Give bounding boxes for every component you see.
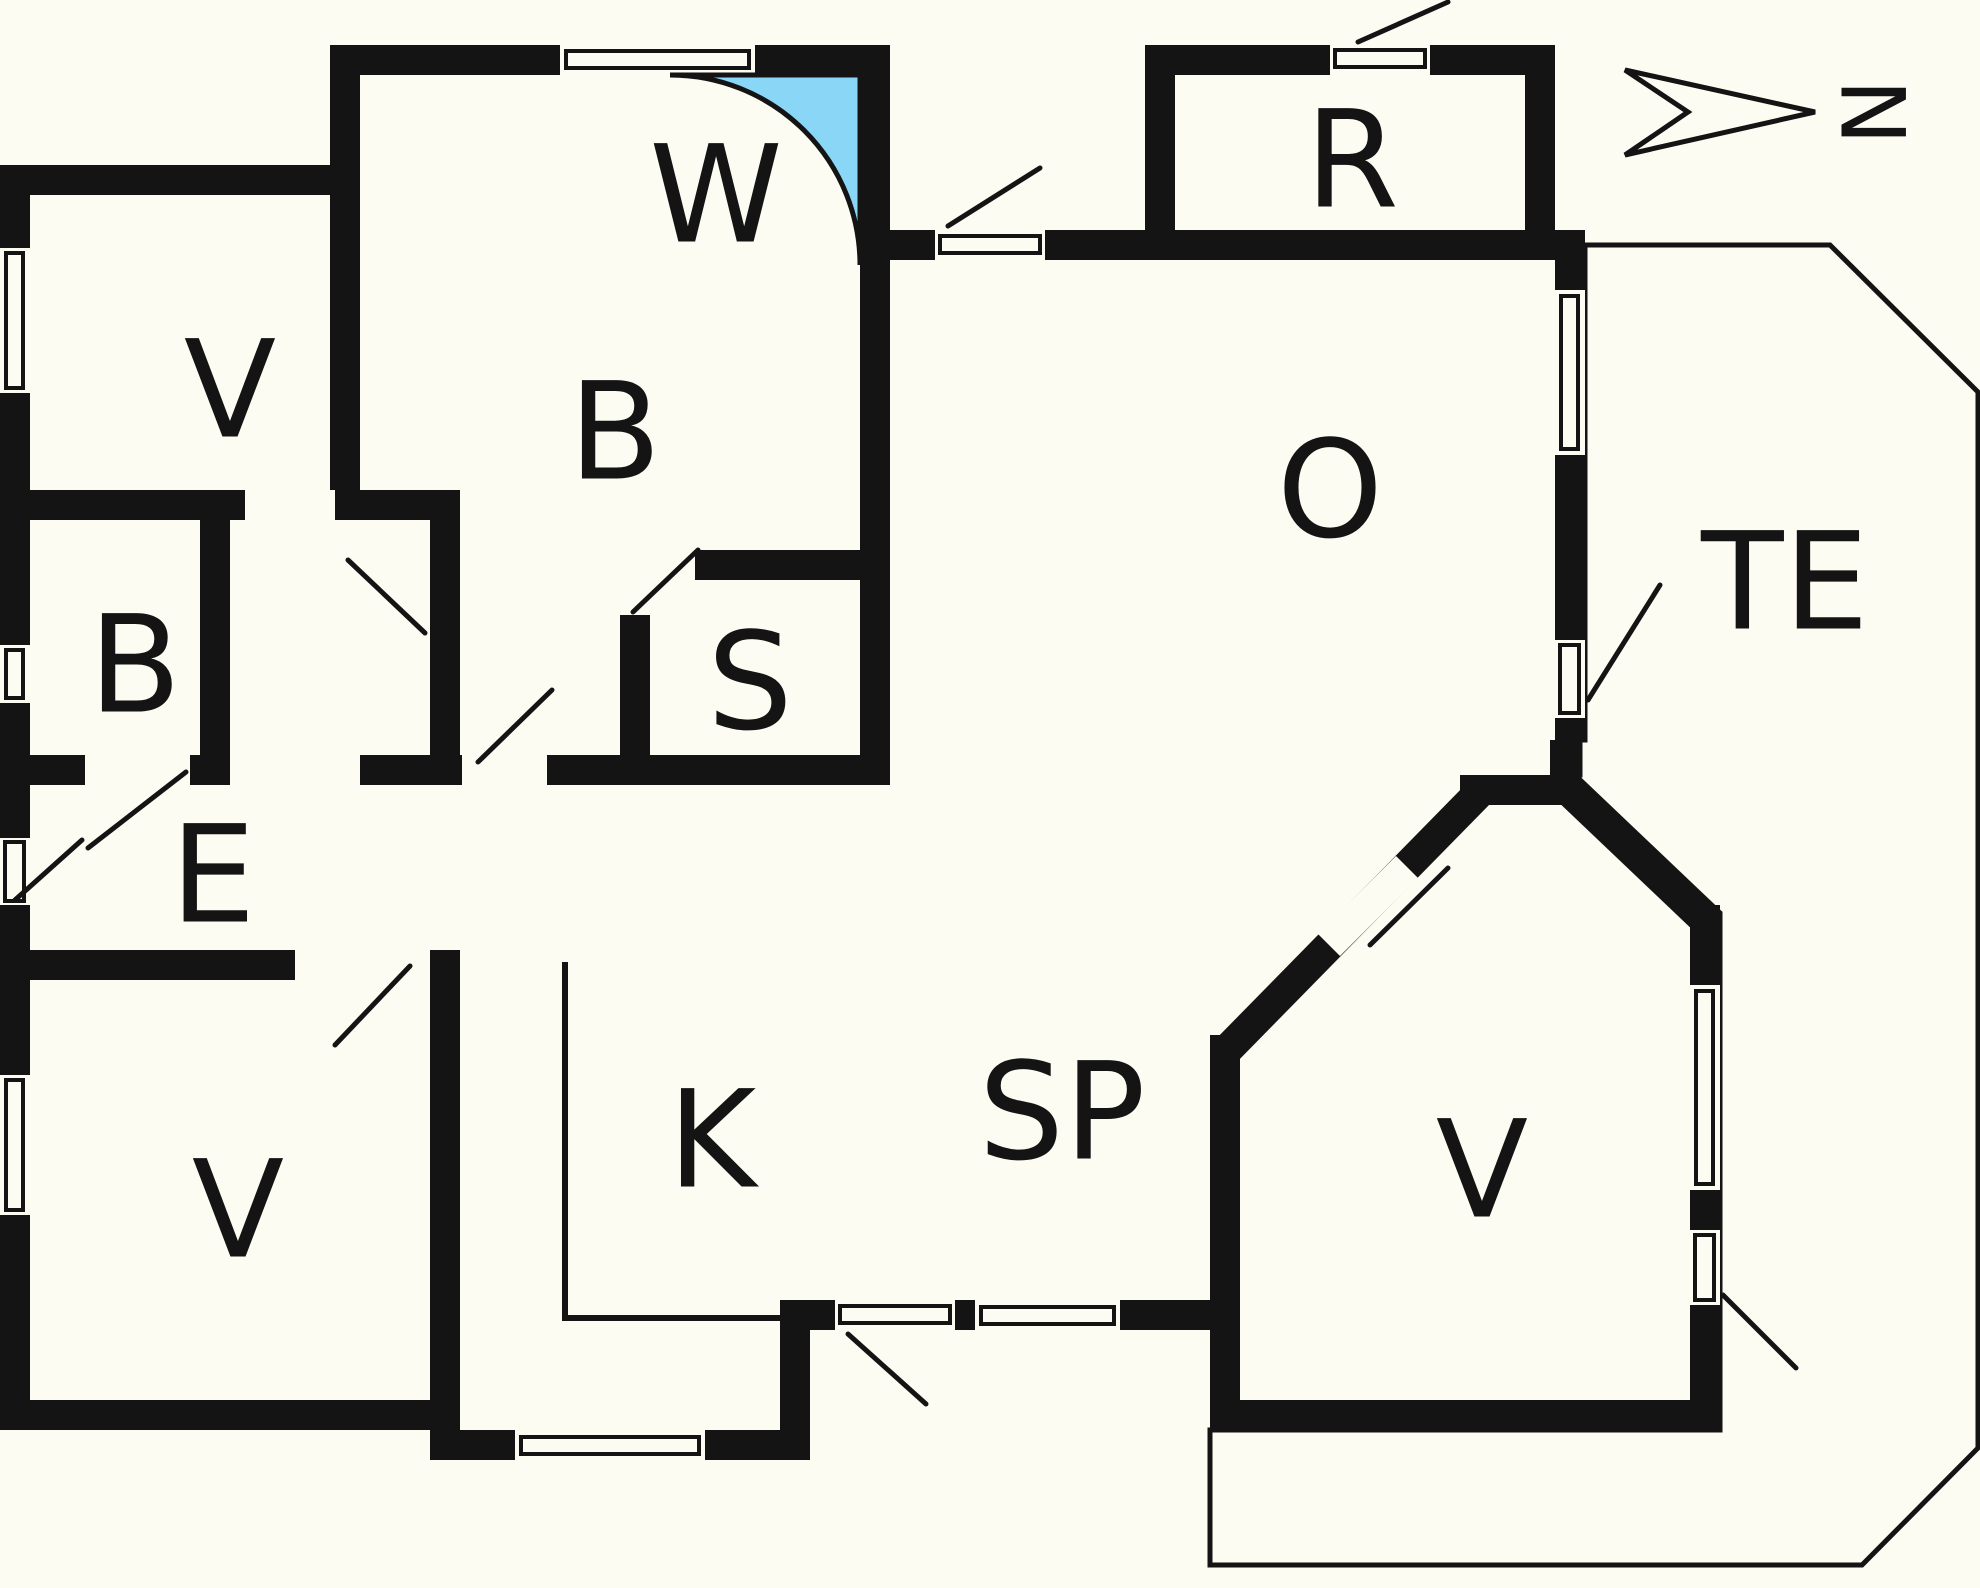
- door-threshold: [838, 1304, 952, 1325]
- wall: [1210, 1035, 1240, 1430]
- room-labels: V B W B S E V K SP O R TE V: [89, 82, 1869, 1289]
- room-label-sauna: S: [707, 604, 793, 761]
- window-frame: [979, 1305, 1116, 1326]
- door-opening: [245, 490, 335, 520]
- room-label-shed: R: [1305, 82, 1399, 239]
- wall: [1175, 230, 1585, 260]
- window-frame: [4, 251, 25, 390]
- room-label-living-room: O: [1277, 412, 1383, 569]
- walls: [0, 45, 1720, 1460]
- wall: [200, 490, 230, 785]
- door-swing: [85, 769, 189, 851]
- door-swing: [630, 547, 701, 615]
- window-frame: [564, 49, 751, 70]
- door-threshold: [1693, 1233, 1716, 1302]
- room-label-dining: SP: [978, 1034, 1145, 1191]
- door-swing: [345, 557, 428, 636]
- wall: [430, 490, 460, 755]
- door-swings: [12, 0, 1799, 1407]
- room-label-bathroom-small: B: [89, 587, 182, 744]
- wall: [1210, 1400, 1720, 1430]
- wall: [1145, 45, 1175, 260]
- wall: [860, 45, 890, 785]
- wall: [0, 165, 360, 195]
- door-swing: [945, 165, 1043, 229]
- door-threshold: [1558, 643, 1581, 715]
- shower-quarter-circle: [669, 72, 863, 266]
- north-arrow: N: [1623, 67, 1924, 158]
- wall-diagonal: [1553, 775, 1720, 935]
- wall: [1525, 45, 1555, 260]
- windows: [0, 45, 1720, 1460]
- room-label-bedroom-bottom-left: V: [192, 1132, 284, 1289]
- door-opening: [1318, 856, 1418, 956]
- door-threshold: [1333, 48, 1427, 69]
- door-thresholds: [3, 48, 1716, 1325]
- wall: [0, 1400, 460, 1430]
- room-label-bedroom-right: V: [1436, 1092, 1528, 1249]
- window-frame: [1559, 294, 1580, 451]
- room-label-shower-corner: W: [649, 117, 782, 274]
- door-swing: [845, 1331, 929, 1407]
- door-swing: [1367, 865, 1451, 948]
- door-swing: [12, 837, 85, 903]
- door-swing: [1720, 1292, 1799, 1371]
- kitchen-counter-outline: [562, 962, 782, 1321]
- room-label-bedroom-top-left: V: [184, 312, 276, 469]
- window-frame: [1694, 989, 1715, 1186]
- door-threshold: [938, 234, 1042, 255]
- door-opening: [295, 950, 430, 980]
- door-swing: [1585, 582, 1663, 703]
- wall: [620, 615, 650, 755]
- room-label-kitchen: K: [668, 1062, 760, 1219]
- window-frame: [4, 1078, 25, 1212]
- wall: [330, 45, 360, 520]
- north-label: N: [1821, 79, 1924, 145]
- north-arrow-icon: [1623, 67, 1816, 158]
- window-frame: [4, 648, 25, 700]
- door-swing: [475, 687, 555, 765]
- room-label-entrance-hall: E: [170, 797, 255, 954]
- door-swing: [1355, 0, 1451, 45]
- door-opening: [462, 755, 547, 785]
- window-frame: [519, 1435, 701, 1456]
- wall: [430, 950, 460, 1430]
- door-swing: [332, 963, 413, 1048]
- wall: [360, 755, 890, 785]
- wall: [695, 550, 890, 580]
- room-label-terrace: TE: [1700, 504, 1869, 661]
- room-label-bathroom-main: B: [569, 354, 662, 511]
